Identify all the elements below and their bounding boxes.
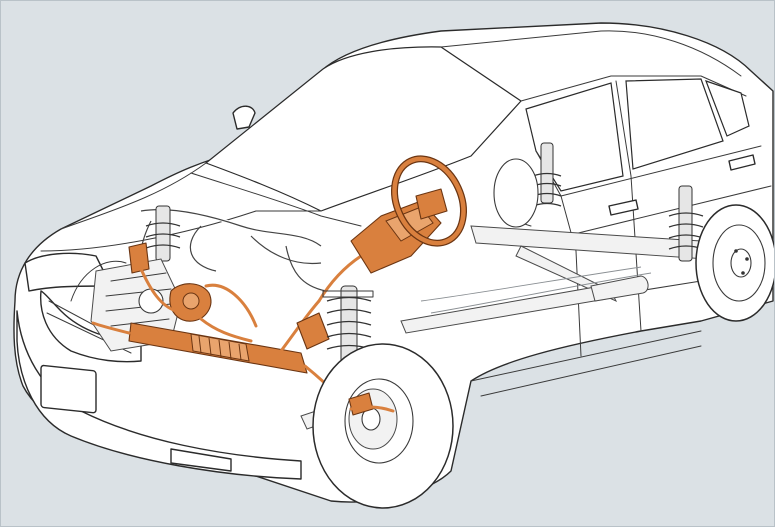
steering-fluid-reservoir	[128, 242, 150, 274]
side-mirror	[232, 105, 256, 130]
front-wheel-far	[70, 260, 127, 302]
rear-wheel	[695, 204, 774, 322]
rear-chassis	[400, 225, 707, 334]
rear-door-window	[625, 78, 724, 170]
steering-system	[91, 155, 467, 411]
rear-strut-near	[668, 185, 704, 262]
license-plate	[40, 364, 97, 414]
front-wheel	[312, 343, 454, 509]
rear-strut-far	[493, 142, 562, 228]
rear-door-handle	[728, 154, 756, 171]
steering-gear-box	[296, 312, 330, 350]
front-door-handle	[608, 199, 639, 216]
windshield	[204, 46, 522, 212]
